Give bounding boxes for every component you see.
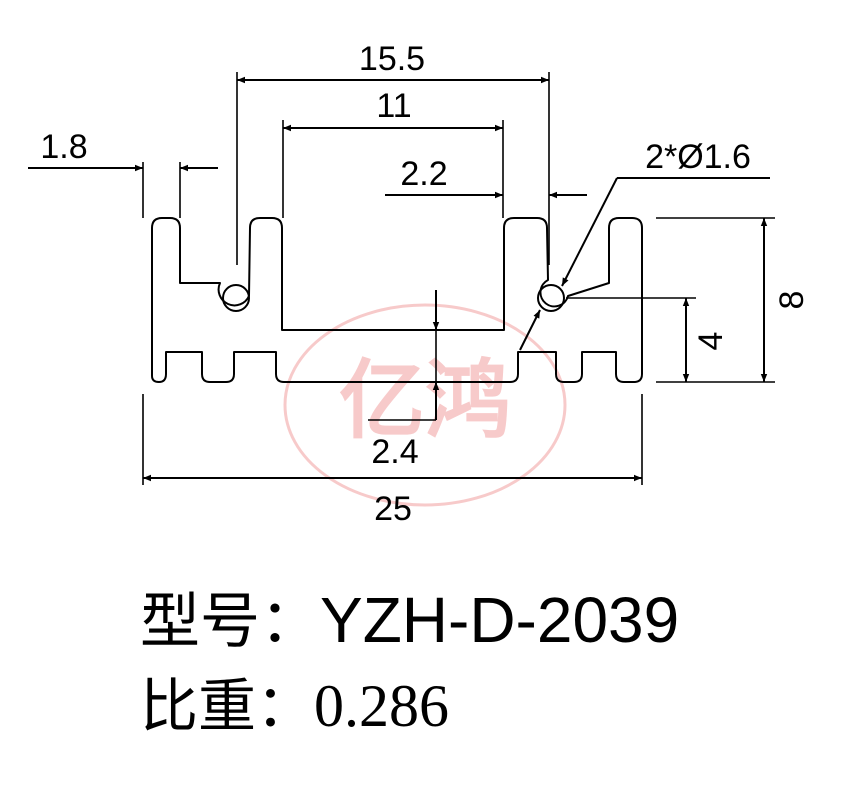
dimension-label-8: 8 (773, 291, 811, 310)
weight-line: 比重：0.286 (140, 676, 449, 736)
watermark-logo: 亿鸿 (283, 303, 567, 507)
dimension-label-2-4: 2.4 (371, 433, 418, 471)
dimension-25: 25 (142, 394, 643, 528)
dimension-2-4: 2.4 (368, 290, 440, 471)
mount-hole-left (222, 284, 250, 312)
dimension-label-11: 11 (376, 87, 411, 125)
dimension-label-hole: 2*Ø1.6 (645, 138, 751, 176)
model-value: YZH-D-2039 (320, 584, 680, 656)
watermark-text: 亿鸿 (339, 351, 511, 451)
dimension-11: 11 (282, 87, 504, 218)
model-label: 型号： (140, 587, 320, 657)
weight-label: 比重： (140, 672, 315, 740)
dimension-8: 8 (656, 217, 811, 383)
dimension-4: 4 (566, 297, 730, 382)
weight-value: 0.286 (314, 673, 450, 739)
dimension-15-5: 15.5 (236, 40, 550, 265)
dimension-label-15-5: 15.5 (359, 40, 425, 78)
model-line: 型号：YZH-D-2039 (140, 588, 679, 652)
dimension-1-8: 1.8 (28, 128, 218, 218)
dimension-label-2-2: 2.2 (400, 155, 447, 193)
dimension-label-25: 25 (374, 490, 412, 528)
dimension-label-1-8: 1.8 (40, 128, 87, 166)
mount-hole-right (537, 284, 565, 312)
dimension-2-2: 2.2 (385, 155, 587, 199)
dimension-hole: 2*Ø1.6 (519, 138, 770, 351)
dimension-label-4: 4 (692, 332, 730, 351)
